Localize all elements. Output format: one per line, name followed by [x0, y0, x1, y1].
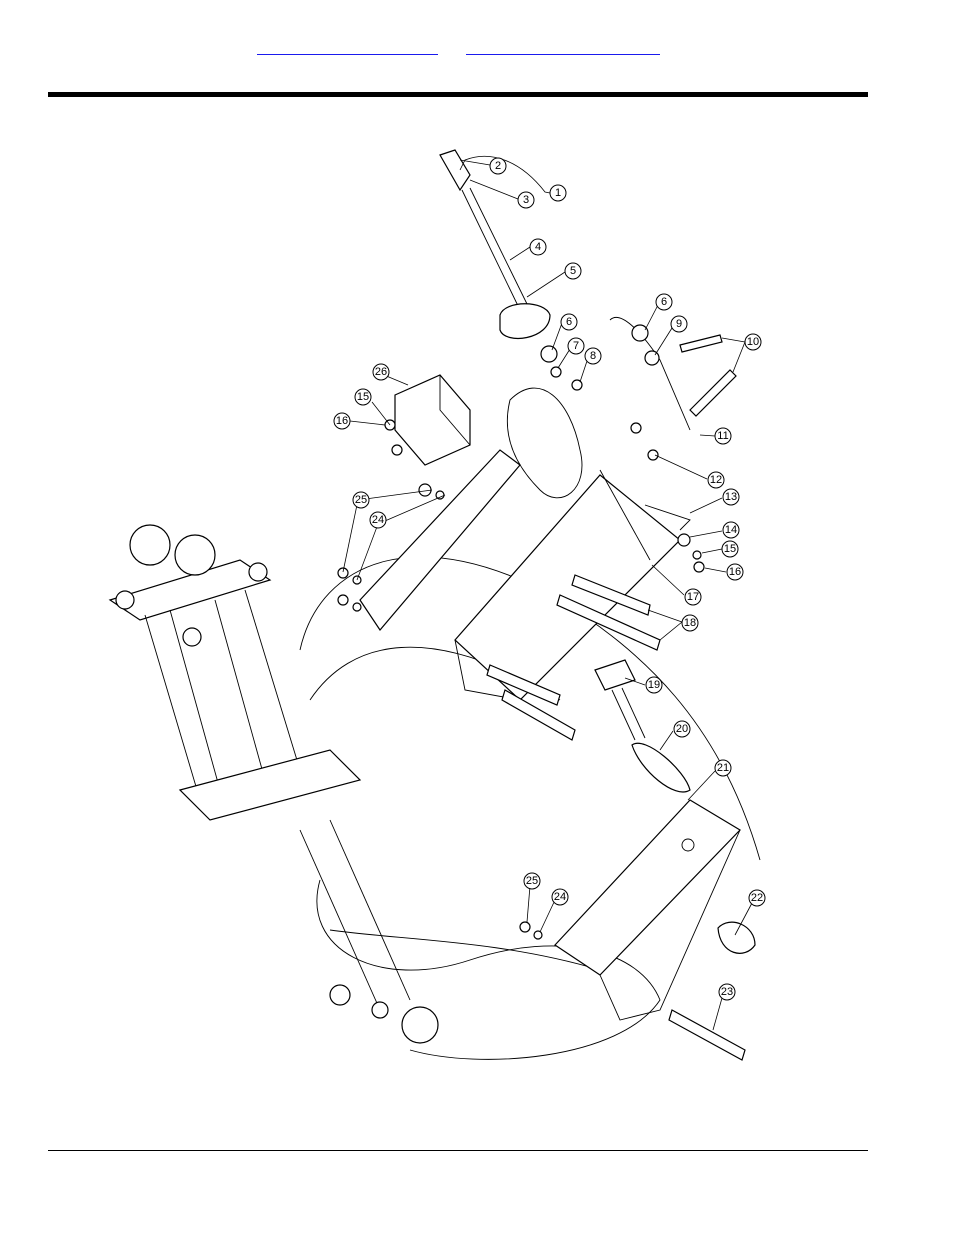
callout-17: 17	[684, 588, 702, 606]
leader-lines	[342, 156, 753, 1031]
svg-text:1: 1	[555, 187, 561, 199]
callout-22: 22	[748, 889, 766, 907]
svg-text:18: 18	[684, 617, 696, 629]
svg-text:4: 4	[535, 241, 541, 253]
callout-13: 13	[722, 488, 740, 506]
svg-text:16: 16	[336, 415, 348, 427]
callout-6: 6	[560, 313, 578, 331]
callout-9: 9	[670, 315, 688, 333]
callout-24: 24	[369, 511, 387, 529]
callout-3: 3	[517, 191, 535, 209]
header-link-2[interactable]	[466, 40, 660, 55]
footer-rule	[48, 1150, 868, 1151]
callout-6: 6	[655, 293, 673, 311]
header-link-1[interactable]	[257, 40, 438, 55]
svg-text:3: 3	[523, 194, 529, 206]
callout-2: 2	[489, 157, 507, 175]
callout-26: 26	[372, 363, 390, 381]
svg-text:2: 2	[495, 160, 501, 172]
callout-16: 16	[726, 563, 744, 581]
callout-23: 23	[718, 983, 736, 1001]
callout-24: 24	[551, 888, 569, 906]
svg-text:19: 19	[648, 679, 660, 691]
callout-10: 10	[744, 333, 762, 351]
svg-text:26: 26	[375, 366, 387, 378]
svg-text:13: 13	[725, 491, 737, 503]
svg-text:23: 23	[721, 986, 733, 998]
svg-text:12: 12	[710, 474, 722, 486]
callout-20: 20	[673, 720, 691, 738]
callout-7: 7	[567, 337, 585, 355]
svg-text:7: 7	[573, 340, 579, 352]
callout-8: 8	[584, 347, 602, 365]
svg-text:16: 16	[729, 566, 741, 578]
callout-25: 25	[352, 491, 370, 509]
svg-text:25: 25	[526, 875, 538, 887]
svg-text:5: 5	[570, 265, 576, 277]
svg-text:6: 6	[566, 316, 572, 328]
svg-text:11: 11	[717, 430, 728, 442]
svg-text:17: 17	[687, 591, 699, 603]
callout-15: 15	[721, 540, 739, 558]
svg-text:6: 6	[661, 296, 667, 308]
callout-4: 4	[529, 238, 547, 256]
callout-14: 14	[722, 521, 740, 539]
callout-11: 11	[714, 427, 732, 445]
callout-16: 16	[333, 412, 351, 430]
svg-text:10: 10	[747, 336, 759, 348]
svg-text:24: 24	[372, 514, 384, 526]
svg-text:24: 24	[554, 891, 566, 903]
callout-25: 25	[523, 872, 541, 890]
callout-15: 15	[354, 388, 372, 406]
svg-text:22: 22	[751, 892, 763, 904]
callout-21: 21	[714, 759, 732, 777]
svg-text:20: 20	[676, 723, 688, 735]
svg-text:8: 8	[590, 350, 596, 362]
svg-text:15: 15	[724, 543, 736, 555]
svg-text:14: 14	[725, 524, 737, 536]
svg-text:21: 21	[717, 762, 729, 774]
callout-12: 12	[707, 471, 725, 489]
svg-text:9: 9	[676, 318, 682, 330]
header-rule	[48, 92, 868, 97]
callout-5: 5	[564, 262, 582, 280]
callout-18: 18	[681, 614, 699, 632]
svg-text:15: 15	[357, 391, 369, 403]
callout-19: 19	[645, 676, 663, 694]
svg-text:25: 25	[355, 494, 367, 506]
part-callouts: 1 2 3 4 5 6 6 7 8 9 10 11 12 13 14 15 15…	[333, 157, 766, 1001]
callout-1: 1	[549, 184, 567, 202]
